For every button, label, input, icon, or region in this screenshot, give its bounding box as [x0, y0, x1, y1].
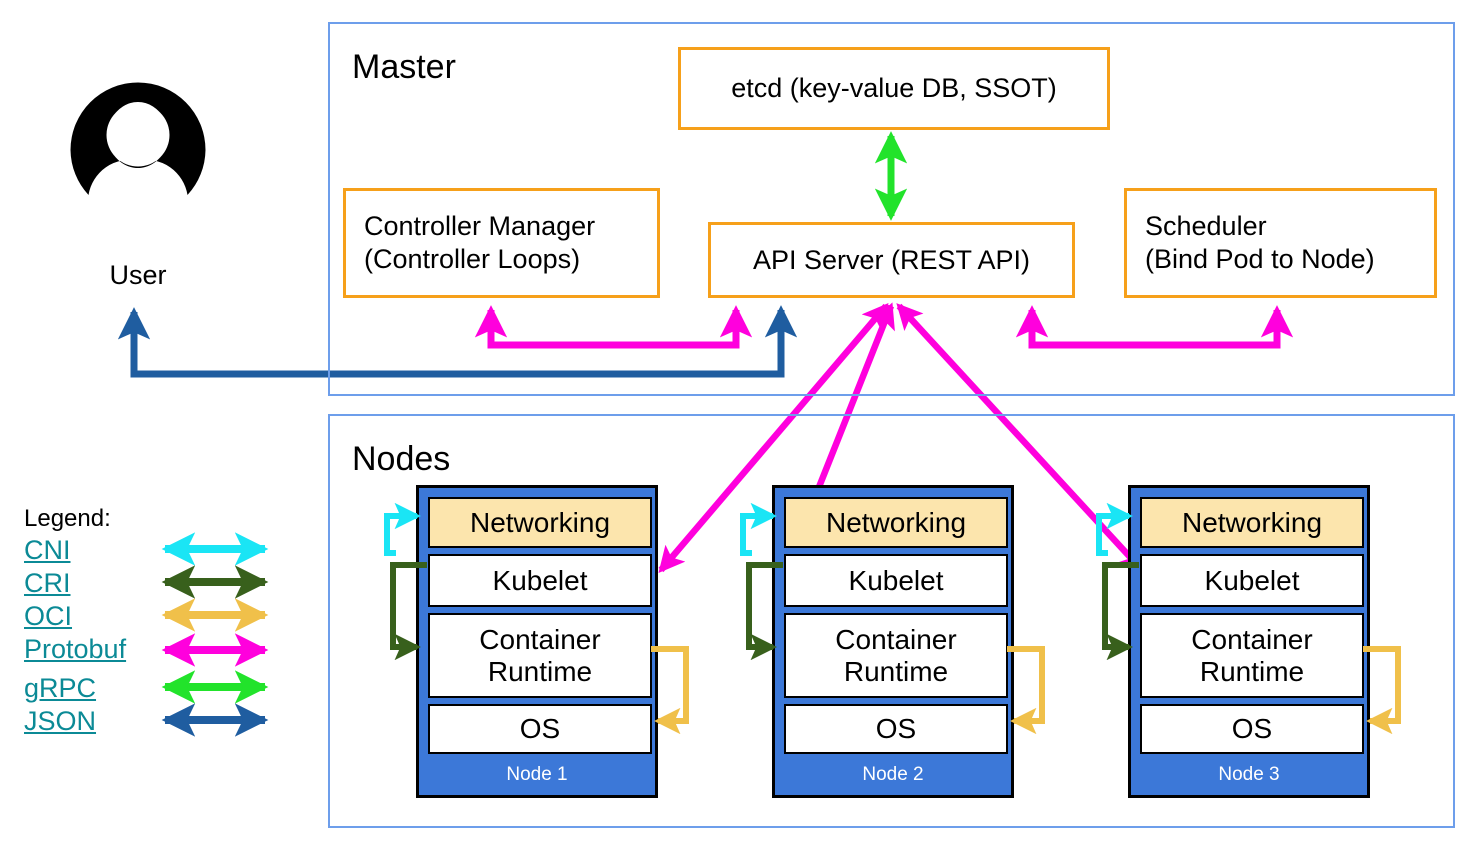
node-3-container-runtime[interactable]: Container Runtime [1140, 613, 1364, 698]
connector-cri-node3 [1102, 562, 1139, 661]
node-1-label: Node 1 [506, 764, 568, 785]
node-1-os[interactable]: OS [428, 704, 652, 754]
node-3-container-runtime-label-line1: Container [1191, 623, 1313, 655]
node-1-os-label: OS [519, 713, 561, 744]
node-3-kubelet-label: Kubelet [1204, 564, 1300, 596]
connector-oci-node1 [651, 646, 689, 735]
node-2-container-runtime[interactable]: Container Runtime [784, 613, 1008, 698]
api-server-label: API Server (REST API) [752, 244, 1031, 275]
node-3[interactable]: Networking Kubelet Container Runtime OS … [1128, 485, 1370, 798]
etcd-label: etcd (key-value DB, SSOT) [731, 73, 1057, 103]
node-1-networking-label: Networking [469, 506, 611, 538]
node-2-networking-label: Networking [825, 506, 967, 538]
node-1[interactable]: Networking Kubelet Container Runtime OS … [416, 485, 658, 798]
legend-item-json[interactable]: JSON [24, 706, 97, 736]
legend: Legend: CNI CRI OCI Protobuf gRPC JSON [20, 505, 280, 740]
scheduler-box[interactable]: Scheduler (Bind Pod to Node) [1124, 188, 1437, 298]
connector-cni-node1 [384, 502, 421, 556]
scheduler-label-line1: Scheduler [1145, 211, 1267, 241]
legend-item-cri[interactable]: CRI [24, 568, 71, 598]
user-avatar-icon [70, 82, 206, 195]
controller-manager-label: Controller Manager (Controller Loops) [364, 210, 595, 276]
legend-item-grpc[interactable]: gRPC [24, 673, 97, 703]
controller-manager-label-line2: (Controller Loops) [364, 244, 581, 274]
node-1-kubelet-label: Kubelet [492, 564, 588, 596]
node-3-container-runtime-label-line2: Runtime [1199, 655, 1305, 687]
node-3-os[interactable]: OS [1140, 704, 1364, 754]
legend-item-cni[interactable]: CNI [24, 535, 71, 565]
connector-oci-node3 [1363, 646, 1401, 735]
master-group [328, 22, 1455, 396]
user-block: User [48, 75, 228, 310]
connector-cri-node1 [390, 562, 427, 661]
scheduler-label-line2: (Bind Pod to Node) [1145, 244, 1375, 274]
node-2-os[interactable]: OS [784, 704, 1008, 754]
node-1-networking[interactable]: Networking [428, 497, 652, 548]
nodes-group-title: Nodes [352, 440, 451, 478]
connector-cni-node3 [1096, 502, 1133, 556]
legend-item-oci[interactable]: OCI [24, 601, 73, 631]
legend-title: Legend: [24, 505, 111, 532]
node-2[interactable]: Networking Kubelet Container Runtime OS … [772, 485, 1014, 798]
node-2-os-label: OS [875, 713, 917, 744]
nodes-group [328, 414, 1455, 828]
node-1-kubelet[interactable]: Kubelet [428, 554, 652, 607]
node-3-networking[interactable]: Networking [1140, 497, 1364, 548]
etcd-box[interactable]: etcd (key-value DB, SSOT) [678, 47, 1110, 130]
node-3-label: Node 3 [1218, 764, 1280, 785]
node-1-container-runtime-label-line1: Container [479, 623, 601, 655]
node-1-container-runtime-label-line2: Runtime [487, 655, 593, 687]
scheduler-label: Scheduler (Bind Pod to Node) [1145, 210, 1375, 276]
connector-oci-node2 [1007, 646, 1045, 735]
node-2-networking[interactable]: Networking [784, 497, 1008, 548]
controller-manager-label-line1: Controller Manager [364, 211, 596, 241]
node-3-kubelet[interactable]: Kubelet [1140, 554, 1364, 607]
node-2-container-runtime-label-line1: Container [835, 623, 957, 655]
master-group-title: Master [352, 48, 456, 86]
legend-swatches [161, 532, 269, 737]
node-3-os-label: OS [1231, 713, 1273, 744]
connector-cni-node2 [740, 502, 777, 556]
legend-item-protobuf[interactable]: Protobuf [24, 634, 127, 664]
node-1-container-runtime[interactable]: Container Runtime [428, 613, 652, 698]
node-2-kubelet-label: Kubelet [848, 564, 944, 596]
node-2-kubelet[interactable]: Kubelet [784, 554, 1008, 607]
api-server-box[interactable]: API Server (REST API) [708, 222, 1075, 298]
user-label: User [109, 260, 167, 290]
node-3-networking-label: Networking [1181, 506, 1323, 538]
node-2-container-runtime-label-line2: Runtime [843, 655, 949, 687]
node-2-label: Node 2 [862, 764, 924, 785]
connector-cri-node2 [746, 562, 783, 661]
controller-manager-box[interactable]: Controller Manager (Controller Loops) [343, 188, 660, 298]
